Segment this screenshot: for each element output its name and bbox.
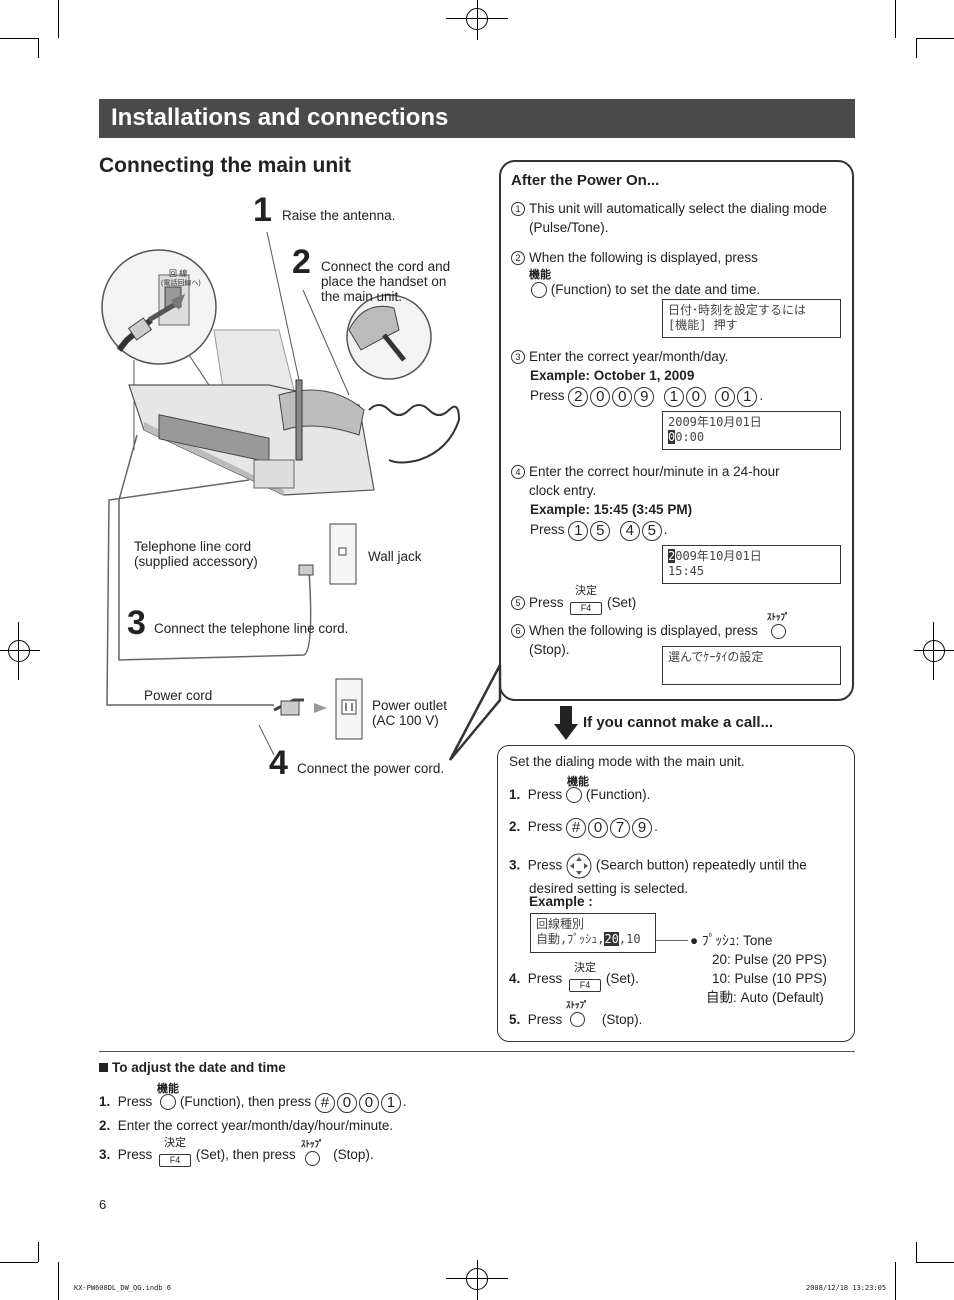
step-number-2: 2	[292, 243, 311, 281]
digit-key[interactable]: 0	[358, 1092, 379, 1113]
cannot-call-step-4: 4. Press (Set).	[509, 971, 639, 986]
set-key[interactable]: 決定 F4	[567, 962, 603, 992]
step-number-4: 4	[269, 744, 288, 782]
stop-key[interactable]: ｽﾄｯﾌﾟ	[566, 1000, 589, 1029]
digit-key[interactable]: 7	[610, 817, 631, 838]
cannot-call-box	[497, 745, 855, 1042]
banner-title: Installations and connections	[111, 104, 449, 131]
page-number: 6	[99, 1197, 107, 1212]
telephone-line-cord-label: Telephone line cord(supplied accessory)	[134, 539, 258, 569]
lcd-dial-mode: 回線種別 自動,ﾌﾟｯｼｭ,20,10	[530, 913, 656, 953]
page-title: Connecting the main unit	[99, 154, 351, 177]
lcd-display-2: 日付･時刻を設定するには[機能] 押す	[662, 299, 841, 338]
lcd-display-4: 2009年10月01日 15:45	[662, 545, 841, 584]
hash-key[interactable]: #	[314, 1092, 335, 1113]
digit-key[interactable]: 1	[568, 520, 589, 541]
print-datetime: 2008/12/18 13:23:05	[806, 1284, 887, 1292]
digit-key[interactable]: 0	[336, 1092, 357, 1113]
adjust-title: To adjust the date and time	[99, 1060, 286, 1075]
stop-key[interactable]: ｽﾄｯﾌﾟ	[301, 1139, 324, 1168]
callout-tail	[448, 664, 502, 761]
divider	[99, 1051, 855, 1052]
digit-key[interactable]: 1	[737, 386, 758, 407]
digit-key[interactable]: 0	[715, 386, 736, 407]
step-3-text: Connect the telephone line cord.	[154, 621, 349, 636]
digit-key[interactable]: 1	[663, 386, 684, 407]
step-4-text: Connect the power cord.	[297, 761, 445, 776]
hash-key[interactable]: #	[566, 817, 587, 838]
adjust-step-2: 2. Enter the correct year/month/day/hour…	[99, 1118, 394, 1133]
power-outlet-label: Power outlet(AC 100 V)	[372, 698, 448, 728]
cannot-call-step-5: 5. Press (Stop).	[509, 1012, 643, 1027]
function-button[interactable]	[566, 787, 583, 804]
function-button[interactable]	[160, 1094, 177, 1111]
step-number-1: 1	[253, 191, 272, 229]
cannot-call-step-1: 1. Press (Function).	[509, 787, 651, 804]
cannot-call-intro: Set the dialing mode with the main unit.	[509, 754, 745, 769]
cannot-call-title: If you cannot make a call...	[583, 714, 774, 731]
function-button[interactable]	[531, 282, 547, 299]
digit-key[interactable]: 0	[612, 386, 633, 407]
down-arrow-icon	[554, 706, 578, 740]
function-key-label: 機能	[529, 269, 551, 281]
stop-key[interactable]: ｽﾄｯﾌﾟ	[767, 612, 790, 641]
digit-key[interactable]: 0	[685, 386, 706, 407]
digit-key[interactable]: 5	[641, 520, 662, 541]
step-number-3: 3	[127, 604, 146, 642]
dial-mode-options: ● ﾌﾟｯｼｭ: Tone 20: Pulse (20 PPS) 10: Pul…	[690, 933, 827, 1005]
adjust-step-3: 3. Press (Set), then press (Stop).	[99, 1147, 374, 1162]
main-unit-illustration: 回 線 (電話回線へ)	[101, 231, 461, 756]
example-date: Example: October 1, 2009	[530, 368, 695, 383]
digit-key[interactable]: 0	[588, 817, 609, 838]
jack-label: 回 線	[169, 268, 187, 278]
set-key[interactable]: 決定 F4	[568, 585, 604, 615]
after-power-item-2-line2: (Function) to set the date and time.	[531, 280, 760, 299]
print-file-name: KX-PW608DL_DW_QG.indb 6	[74, 1284, 171, 1292]
digit-key[interactable]: 1	[380, 1092, 401, 1113]
lcd-display-3: 2009年10月01日 00:00	[662, 411, 841, 450]
power-cord-label: Power cord	[144, 688, 213, 703]
digit-key[interactable]: 9	[634, 386, 655, 407]
digit-key[interactable]: 4	[619, 520, 640, 541]
example-time: Example: 15:45 (3:45 PM)	[530, 502, 693, 517]
wall-jack-label: Wall jack	[368, 549, 422, 564]
cannot-call-step-3: 3. Press (Search button) repeatedly unti…	[509, 853, 849, 898]
svg-text:(電話回線へ): (電話回線へ)	[161, 278, 201, 287]
example-label: Example :	[529, 894, 593, 909]
step-1-text: Raise the antenna.	[282, 208, 396, 223]
lcd-display-6: 選んでｹｰﾀｲの設定	[662, 646, 841, 685]
section-banner: Installations and connections	[99, 99, 855, 138]
after-power-on-callout	[499, 160, 854, 701]
digit-key[interactable]: 9	[632, 817, 653, 838]
digit-key[interactable]: 5	[590, 520, 611, 541]
digit-key[interactable]: 2	[568, 386, 589, 407]
after-power-title: After the Power On...	[511, 172, 660, 189]
search-button-icon[interactable]	[566, 853, 592, 879]
digit-key[interactable]: 0	[590, 386, 611, 407]
set-key[interactable]: 決定 F4	[157, 1137, 193, 1167]
